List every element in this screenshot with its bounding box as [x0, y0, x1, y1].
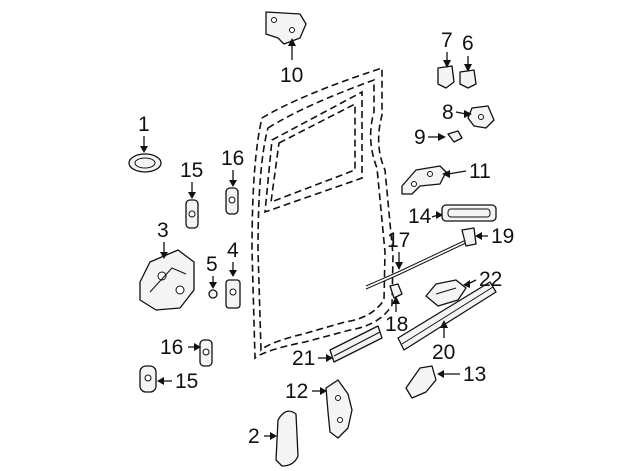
upper-hinge[interactable]	[265, 11, 307, 45]
inside-handle[interactable]	[425, 279, 467, 307]
callout-1: 1	[138, 113, 150, 136]
callout-15-lower: 15	[175, 370, 198, 393]
door-outline	[251, 66, 394, 360]
bolt-9[interactable]	[447, 130, 463, 143]
bracket-8[interactable]	[467, 105, 495, 129]
roller-bracket[interactable]	[405, 365, 437, 399]
outside-handle[interactable]	[441, 204, 497, 222]
callout-2: 2	[248, 425, 260, 448]
callout-8: 8	[442, 101, 454, 124]
callout-15-upper: 15	[180, 159, 203, 182]
callout-19: 19	[491, 225, 514, 248]
callout-14: 14	[408, 205, 432, 228]
callout-21: 21	[292, 347, 315, 370]
lock-16-lower[interactable]	[199, 339, 213, 367]
gasket-15-upper[interactable]	[185, 199, 199, 229]
strap-2[interactable]	[275, 410, 299, 467]
handle-bezel[interactable]	[128, 153, 162, 173]
rod-clip-19[interactable]	[461, 227, 477, 247]
hinge-cap-6[interactable]	[459, 69, 477, 89]
callout-18: 18	[385, 313, 408, 336]
callout-4: 4	[227, 239, 239, 262]
hinge-cap-7[interactable]	[437, 65, 455, 89]
callout-16-lower: 16	[160, 336, 183, 359]
callout-17: 17	[387, 229, 410, 252]
latch-assembly[interactable]	[139, 249, 195, 311]
lower-track[interactable]	[397, 281, 497, 351]
callout-labels: 10 7 6 8 9 11 14 19 17 22 18 20 21 13 12…	[138, 29, 514, 448]
callout-3: 3	[157, 219, 169, 242]
callout-5: 5	[206, 253, 218, 276]
lower-hinge[interactable]	[401, 165, 447, 195]
callout-10: 10	[280, 64, 303, 87]
callout-13: 13	[463, 363, 486, 386]
rod-clip-18[interactable]	[389, 283, 403, 299]
lower-roller-hinge[interactable]	[325, 379, 353, 439]
callout-9: 9	[414, 126, 426, 149]
striker-4[interactable]	[225, 279, 241, 309]
leader-lines	[140, 38, 488, 440]
callout-16-upper: 16	[221, 147, 244, 170]
lock-16-upper[interactable]	[225, 187, 239, 215]
callout-11: 11	[469, 160, 491, 183]
gasket-15-lower[interactable]	[139, 365, 157, 393]
callout-22: 22	[479, 268, 502, 291]
callout-7: 7	[441, 29, 453, 52]
clip-5[interactable]	[208, 289, 218, 299]
callout-6: 6	[462, 32, 474, 55]
callout-12: 12	[285, 380, 308, 403]
center-track[interactable]	[329, 325, 383, 363]
callout-20: 20	[432, 341, 455, 364]
